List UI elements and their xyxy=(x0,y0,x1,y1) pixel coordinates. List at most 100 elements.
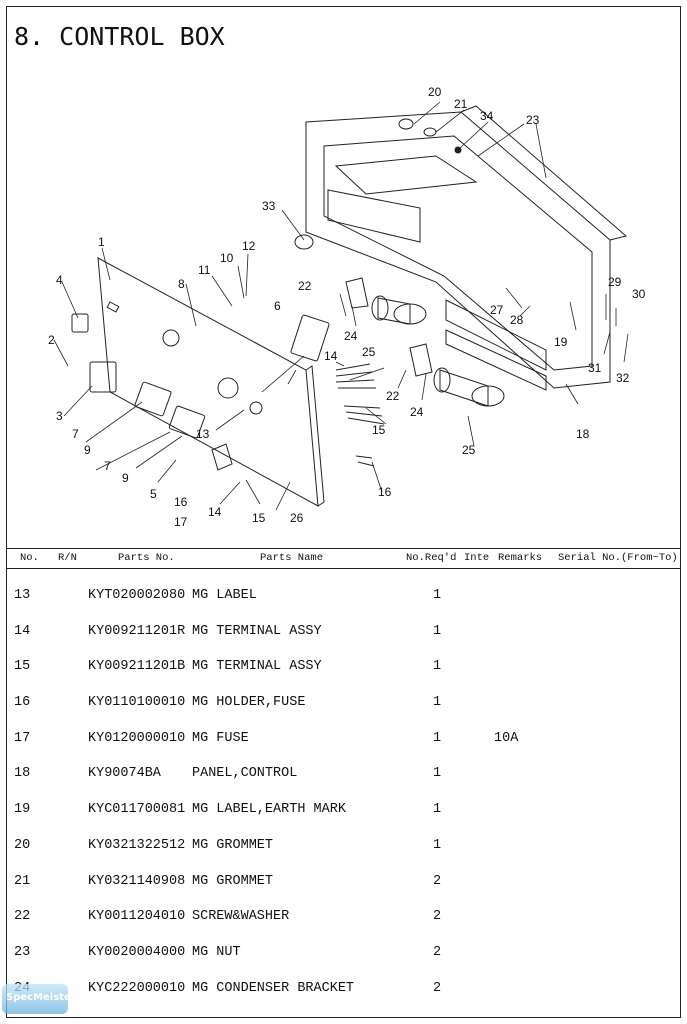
row-no: 15 xyxy=(14,659,31,675)
table-header: No. R/N Parts No. Parts Name No.Req'd In… xyxy=(6,552,681,568)
panel-hole-a xyxy=(162,329,180,347)
callout-23: 23 xyxy=(526,113,540,127)
row-qty: 1 xyxy=(433,623,442,639)
row-qty: 1 xyxy=(433,695,442,711)
row-parts-name: MG LABEL,EARTH MARK xyxy=(192,802,346,818)
table-row: 13 KYT020002080 MG LABEL 1 xyxy=(6,578,681,614)
row-qty: 1 xyxy=(433,730,442,746)
grommet-20 xyxy=(398,118,414,130)
row-parts-name: MG LABEL xyxy=(192,588,257,603)
row-no: 17 xyxy=(14,730,31,746)
component-4 xyxy=(71,313,89,333)
enclosure-window-b xyxy=(334,155,478,195)
grommet-33 xyxy=(294,234,314,250)
callout-34: 34 xyxy=(480,109,494,123)
panel-hole-b xyxy=(217,377,239,399)
row-qty: 1 xyxy=(433,837,442,853)
row-no: 18 xyxy=(14,766,31,782)
row-parts-name: MG CONDENSER BRACKET xyxy=(192,980,355,996)
header-no: No. xyxy=(20,552,39,564)
row-qty: 2 xyxy=(433,873,442,889)
terminal-set-16 xyxy=(355,455,375,467)
callout-24a: 24 xyxy=(344,329,358,343)
row-qty: 2 xyxy=(433,909,442,925)
row-no: 20 xyxy=(14,837,31,853)
callout-14a: 14 xyxy=(324,349,338,363)
header-qty: No.Req'd xyxy=(406,552,457,564)
table-row: 22 KY0011204010 SCREW&WASHER 2 xyxy=(6,899,681,935)
row-parts-no: KY90074BA xyxy=(88,766,161,782)
callout-10: 10 xyxy=(220,251,234,265)
watermark-text: SpecMeister xyxy=(6,992,76,1003)
panel-plate xyxy=(97,257,319,507)
table-row: 24 KYC222000010 MG CONDENSER BRACKET 2 xyxy=(6,971,681,1007)
row-no: 19 xyxy=(14,802,31,818)
component-7b xyxy=(168,405,206,439)
row-parts-name: MG HOLDER,FUSE xyxy=(192,695,306,711)
callout-7a: 7 xyxy=(72,427,79,441)
condenser-bottom-body xyxy=(439,369,489,407)
header-rn: R/N xyxy=(58,552,77,564)
callout-25b: 25 xyxy=(462,443,476,457)
table-row: 15 KY009211201B MG TERMINAL ASSY 1 xyxy=(6,649,681,685)
page-frame xyxy=(6,6,681,1018)
callout-12: 12 xyxy=(242,239,256,253)
table-row: 17 KY0120000010 MG FUSE 1 10A xyxy=(6,721,681,757)
table-row: 14 KY009211201R MG TERMINAL ASSY 1 xyxy=(6,614,681,650)
callout-27: 27 xyxy=(490,303,504,317)
row-qty: 2 xyxy=(433,980,442,996)
table-row: 16 KY0110100010 MG HOLDER,FUSE 1 xyxy=(6,685,681,721)
callout-22b: 22 xyxy=(386,389,400,403)
callout-32: 32 xyxy=(616,371,630,385)
parts-table-body: 13 KYT020002080 MG LABEL 1 14 KY00921120… xyxy=(6,578,681,1006)
callout-21: 21 xyxy=(454,97,468,111)
callout-5: 5 xyxy=(150,487,157,501)
fuse-holder xyxy=(211,443,233,471)
table-top-rule xyxy=(6,548,681,549)
callout-9b: 9 xyxy=(122,471,129,485)
component-3 xyxy=(89,361,117,393)
row-no: 21 xyxy=(14,873,31,889)
table-header-rule xyxy=(6,568,681,569)
nut-34 xyxy=(454,146,462,154)
callout-25a: 25 xyxy=(362,345,376,359)
row-parts-no: KY0020004000 xyxy=(88,944,186,960)
enclosure-side xyxy=(460,105,628,241)
row-parts-name: MG FUSE xyxy=(192,730,249,746)
terminal-set-15 xyxy=(343,405,385,425)
watermark-logo: SpecMeister xyxy=(2,984,76,1014)
callout-6: 6 xyxy=(274,299,281,313)
table-row: 23 KY0020004000 MG NUT 2 xyxy=(6,935,681,971)
callout-24b: 24 xyxy=(410,405,424,419)
bracket-bottom xyxy=(409,343,433,377)
callout-29: 29 xyxy=(608,275,622,289)
callout-8: 8 xyxy=(178,277,185,291)
callout-4: 4 xyxy=(56,273,63,287)
row-parts-no: KY009211201B xyxy=(88,659,186,675)
table-row: 18 KY90074BA PANEL,CONTROL 1 xyxy=(6,756,681,792)
condenser-bottom-end xyxy=(433,367,451,393)
enclosure-front xyxy=(305,111,611,389)
row-parts-name: MG GROMMET xyxy=(192,837,274,853)
row-parts-no: KY0110100010 xyxy=(88,695,186,711)
table-row: 20 KY0321322512 MG GROMMET 1 xyxy=(6,828,681,864)
header-inte: Inte xyxy=(464,552,490,564)
row-parts-no: KY0011204010 xyxy=(88,909,186,925)
callout-18: 18 xyxy=(576,427,590,441)
row-qty: 1 xyxy=(433,766,442,782)
row-parts-no: KYT020002080 xyxy=(88,588,186,603)
row-parts-no: KY0120000010 xyxy=(88,730,186,746)
callout-2: 2 xyxy=(48,333,55,347)
enclosure-window-c xyxy=(445,299,547,371)
row-no: 16 xyxy=(14,695,31,711)
bracket-top xyxy=(345,277,369,309)
component-6 xyxy=(290,314,330,362)
table-row: 19 KYC011700081 MG LABEL,EARTH MARK 1 xyxy=(6,792,681,828)
row-parts-name: PANEL,CONTROL xyxy=(192,766,298,782)
callout-15a: 15 xyxy=(372,423,386,437)
callout-14b: 14 xyxy=(208,505,222,519)
row-no: 13 xyxy=(14,588,31,603)
callout-16a: 16 xyxy=(174,495,188,509)
panel-plate-edge xyxy=(305,365,325,507)
row-parts-name: MG NUT xyxy=(192,944,241,960)
